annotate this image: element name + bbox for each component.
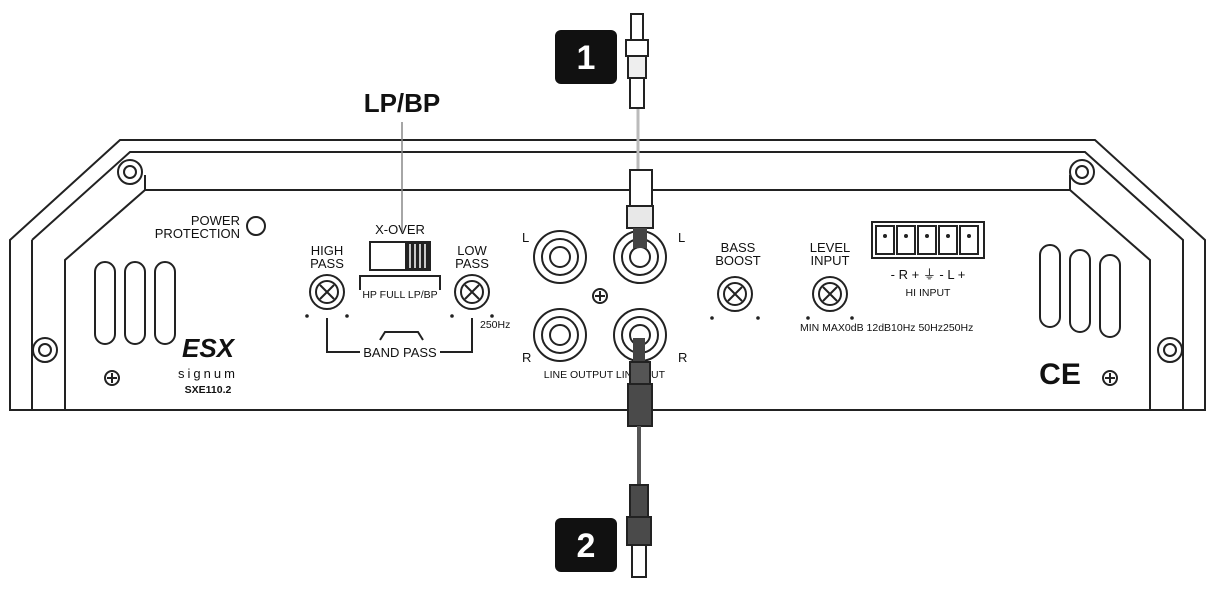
level-scale-label: MIN MAX0dB 12dB10Hz 50Hz250Hz (800, 322, 973, 334)
hi-input-pins-label: - R + ⏚ - L + (891, 267, 966, 282)
scale-dot (490, 314, 494, 318)
mounting-hole-left (32, 337, 58, 363)
scale-dot (806, 316, 810, 320)
level-input-label-line2: INPUT (811, 253, 850, 268)
screw-icon (592, 288, 608, 304)
signum-wordmark: signum (178, 366, 238, 381)
protection-led (246, 216, 266, 236)
callout-number-1: 1 (577, 39, 596, 77)
xover-label: X-OVER (375, 222, 425, 237)
line-output-label-tail: UT (651, 369, 666, 381)
rca-cable-1 (625, 13, 654, 248)
amplifier-housing (9, 139, 1206, 411)
switch-callout-label: LP/BP (364, 88, 441, 118)
scale-dot (450, 314, 454, 318)
callout-badge-2: 2 (555, 518, 617, 572)
screw-icon (1102, 370, 1118, 386)
rca-right-l-label: L (678, 230, 685, 245)
callout-badge-1: 1 (555, 30, 617, 84)
low-pass-label-line1: LOW (457, 243, 487, 258)
power-protection-label-line2: PROTECTION (155, 226, 240, 241)
vent-slots-right (1039, 244, 1121, 338)
rca-jack-input-r[interactable] (533, 308, 587, 362)
rca-left-l-label: L (522, 230, 529, 245)
level-input-knob[interactable] (812, 276, 848, 312)
high-pass-label-line2: PASS (310, 256, 344, 271)
scale-dot (710, 316, 714, 320)
rca-right-r-label: R (678, 350, 687, 365)
level-input-label-line1: LEVEL (810, 240, 850, 255)
scale-dot (345, 314, 349, 318)
bass-boost-label-line1: BASS (721, 240, 756, 255)
scale-dot (756, 316, 760, 320)
mounting-hole-right (1157, 337, 1183, 363)
hi-input-terminal-block[interactable] (871, 221, 985, 259)
callout-number-2: 2 (577, 527, 596, 565)
mounting-hole-top-left (117, 159, 143, 185)
bass-boost-label-line2: BOOST (715, 253, 761, 268)
high-pass-label-line1: HIGH (311, 243, 344, 258)
esx-logo: ESX (182, 333, 236, 363)
ce-mark: CE (1039, 358, 1081, 391)
power-protection-label-line1: POWER (191, 213, 240, 228)
line-output-label: LINE OUTPUT LIN (544, 369, 633, 381)
mounting-hole-top-right (1069, 159, 1095, 185)
band-pass-label: BAND PASS (363, 345, 437, 360)
bass-boost-knob[interactable] (717, 276, 753, 312)
low-pass-label-line2: PASS (455, 256, 489, 271)
xover-switch[interactable] (369, 241, 431, 271)
screw-icon (104, 370, 120, 386)
vent-slots-left (94, 261, 176, 345)
hi-input-label: HI INPUT (906, 287, 952, 299)
scale-dot (305, 314, 309, 318)
freq-250-label: 250Hz (480, 319, 510, 331)
switch-positions-label: HP FULL LP/BP (362, 289, 437, 301)
low-pass-knob[interactable] (454, 274, 490, 310)
high-pass-knob[interactable] (309, 274, 345, 310)
rca-left-r-label: R (522, 350, 531, 365)
model-label: SXE110.2 (185, 384, 232, 396)
rca-cable-2 (626, 338, 653, 578)
rca-jack-input-l[interactable] (533, 230, 587, 284)
scale-dot (850, 316, 854, 320)
